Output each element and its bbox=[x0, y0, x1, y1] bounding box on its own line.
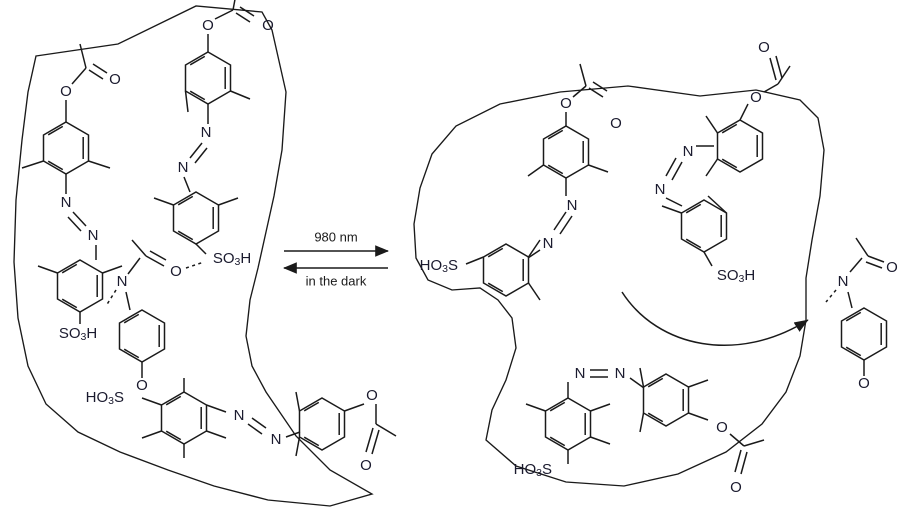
right-unit-d: O O N N HO3S bbox=[420, 63, 622, 301]
reverse-condition-label: in the dark bbox=[306, 273, 367, 288]
bound-paracetamol-guest: O N O bbox=[105, 239, 205, 394]
sulfonate-label-f: HO3S bbox=[514, 461, 552, 479]
sulfonate-label-c: HO3S bbox=[86, 389, 124, 407]
acetate-o-label: O bbox=[60, 83, 72, 100]
left-unit-b: O O N N SO3H bbox=[153, 0, 274, 268]
azo-n2-label-d: N bbox=[543, 235, 554, 252]
acetate-o-label-b: O bbox=[202, 17, 214, 34]
azo-n1-label: N bbox=[61, 194, 72, 211]
released-paracetamol-guest: O N O bbox=[825, 237, 898, 392]
azo-n1-label-c: N bbox=[234, 407, 245, 424]
azo-n2-label-f: N bbox=[615, 365, 626, 382]
right-macrocycle-outline bbox=[413, 85, 825, 487]
forward-condition-label: 980 nm bbox=[314, 229, 357, 244]
azo-n1-label-d: N bbox=[567, 197, 578, 214]
azo-n1-label-f: N bbox=[575, 365, 586, 382]
left-unit-a: O O N N SO3H bbox=[21, 43, 123, 343]
carbonyl-o-label: O bbox=[109, 71, 121, 88]
azo-n2-label-e: N bbox=[655, 181, 666, 198]
azo-n2-label-c: N bbox=[271, 431, 282, 448]
carbonyl-o-label-b: O bbox=[262, 17, 274, 34]
azo-n2-label-b: N bbox=[178, 159, 189, 176]
right-unit-f: HO3S N N O O bbox=[514, 365, 765, 496]
left-unit-c: HO3S N N O O bbox=[86, 378, 397, 474]
released-carbonyl-o-label: O bbox=[886, 259, 898, 276]
guest-n-label: N bbox=[117, 273, 128, 290]
acetate-o-label-c: O bbox=[366, 387, 378, 404]
acetate-o-label-f: O bbox=[716, 419, 728, 436]
azo-n1-label-e: N bbox=[683, 143, 694, 160]
carbonyl-o-label-d: O bbox=[610, 115, 622, 132]
azo-n2-label: N bbox=[88, 227, 99, 244]
guest-phenol-o-label: O bbox=[136, 377, 148, 394]
carbonyl-o-label-f: O bbox=[730, 479, 742, 496]
released-phenol-o-label: O bbox=[858, 375, 870, 392]
released-n-label: N bbox=[838, 273, 849, 290]
right-unit-e: O O N N SO3H bbox=[655, 39, 791, 285]
left-macrocycle-outline bbox=[13, 5, 374, 507]
sulfonate-label-d: HO3S bbox=[420, 257, 458, 275]
acetate-o-label-e: O bbox=[750, 89, 762, 106]
reaction-arrows: 980 nm in the dark bbox=[283, 229, 389, 288]
azo-n1-label-b: N bbox=[201, 124, 212, 141]
acetate-o-label-d: O bbox=[560, 95, 572, 112]
carbonyl-o-label-e: O bbox=[758, 39, 770, 56]
sulfonate-label-e: SO3H bbox=[717, 267, 755, 285]
guest-carbonyl-o-label: O bbox=[170, 263, 182, 280]
carbonyl-o-label-c: O bbox=[360, 457, 372, 474]
release-arrow bbox=[621, 291, 809, 346]
sulfonate-label-a: SO3H bbox=[59, 325, 97, 343]
sulfonate-label-b: SO3H bbox=[213, 250, 251, 268]
